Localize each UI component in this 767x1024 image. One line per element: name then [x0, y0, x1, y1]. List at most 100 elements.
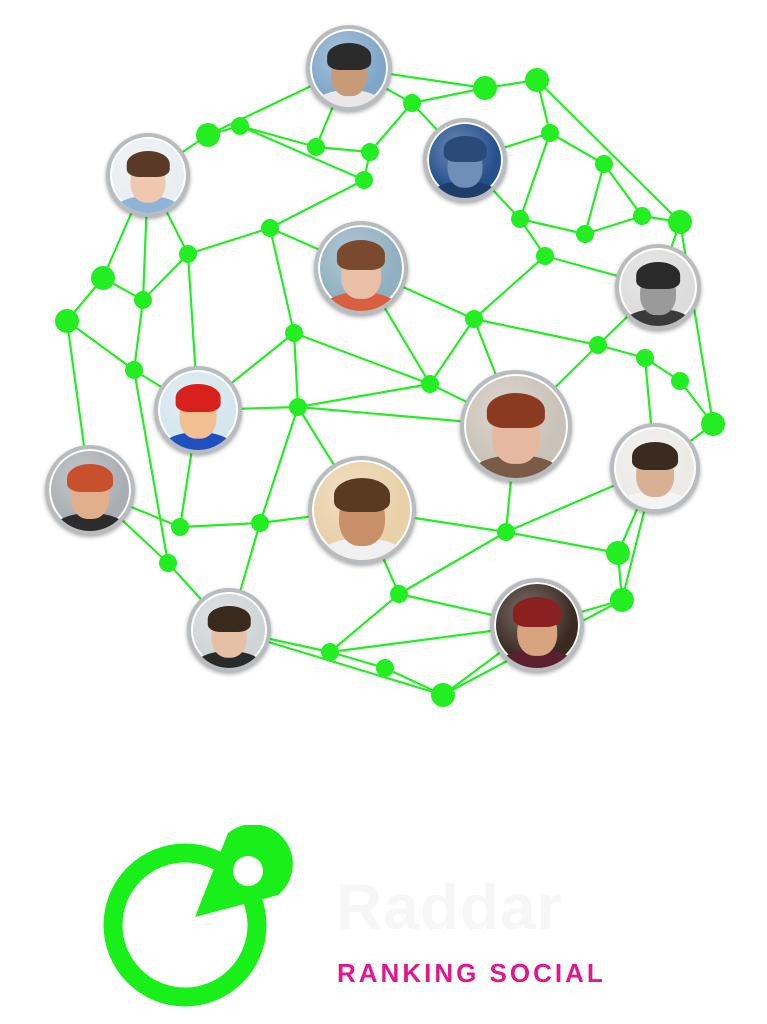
avatar-hair — [126, 150, 170, 177]
profile-young-man[interactable] — [187, 588, 271, 672]
network-node — [421, 375, 439, 393]
avatar-body — [469, 455, 563, 478]
network-node — [595, 155, 613, 173]
network-link — [293, 331, 431, 386]
network-link — [239, 124, 365, 182]
network-node — [633, 207, 651, 225]
network-link — [411, 86, 486, 105]
brand-name: Raddar — [336, 871, 563, 943]
network-node — [171, 518, 189, 536]
network-node — [91, 266, 115, 290]
network-node — [403, 94, 421, 112]
network-node — [179, 245, 197, 263]
network-link — [269, 179, 365, 229]
network-node — [390, 585, 408, 603]
avatar-body — [430, 181, 500, 198]
logo-ring — [103, 843, 267, 1007]
network-node — [536, 247, 554, 265]
network-link — [369, 102, 413, 153]
avatar-body — [622, 308, 694, 326]
network-link — [66, 320, 135, 371]
network-link — [429, 318, 475, 385]
network-link — [584, 214, 643, 236]
profile-underwater-diver[interactable] — [423, 118, 507, 202]
profile-older-woman[interactable] — [490, 578, 584, 672]
network-node — [465, 310, 483, 328]
network-link — [179, 521, 261, 529]
profile-woman-peace-sign[interactable] — [106, 133, 190, 217]
network-node — [196, 123, 220, 147]
network-link — [329, 593, 400, 653]
profile-woman-red-hair[interactable] — [460, 370, 572, 482]
avatar-body — [498, 649, 576, 668]
network-link — [505, 530, 619, 555]
network-node — [55, 309, 79, 333]
social-network-graph — [55, 66, 725, 707]
network-node — [307, 138, 325, 156]
network-link — [536, 79, 681, 223]
network-node — [431, 683, 455, 707]
network-node — [251, 514, 269, 532]
network-link — [142, 253, 189, 301]
profile-woman-portrait[interactable] — [314, 221, 408, 315]
network-node — [231, 117, 249, 135]
network-node — [159, 554, 177, 572]
network-link — [132, 369, 170, 564]
network-link — [258, 406, 300, 524]
network-link — [268, 227, 296, 334]
network-node — [668, 210, 692, 234]
network-node — [361, 143, 379, 161]
network-link — [518, 132, 552, 220]
avatar-hair — [336, 240, 386, 270]
brand-tagline: RANKING SOCIAL — [337, 958, 606, 988]
avatar-body — [322, 292, 400, 311]
network-node — [589, 336, 607, 354]
avatar-body — [162, 432, 234, 450]
network-node — [701, 412, 725, 436]
network-node — [511, 210, 529, 228]
avatar-body — [618, 490, 692, 509]
network-node — [576, 225, 594, 243]
avatar-hair — [175, 384, 221, 412]
network-node — [125, 361, 143, 379]
profile-man-thinking-bw[interactable] — [615, 244, 701, 330]
avatar-hair — [443, 135, 487, 162]
profile-mario-character[interactable] — [154, 366, 242, 454]
network-link — [473, 317, 599, 347]
avatar-hair — [636, 262, 680, 289]
network-link — [187, 226, 271, 256]
network-link — [315, 145, 371, 154]
network-link — [132, 299, 145, 371]
avatar-hair — [327, 43, 371, 70]
network-node — [497, 523, 515, 541]
avatar-hair — [207, 605, 251, 632]
profile-man-phone[interactable] — [610, 423, 700, 513]
profile-bearded-man[interactable] — [45, 445, 135, 535]
network-node — [261, 219, 279, 237]
network-link — [398, 531, 507, 595]
network-node — [541, 124, 559, 142]
avatar-hair — [632, 441, 678, 470]
network-link — [292, 332, 300, 408]
profile-man-sunglasses[interactable] — [308, 456, 416, 564]
network-node — [321, 643, 339, 661]
network-link — [583, 163, 606, 235]
network-link — [239, 124, 317, 149]
network-node — [285, 324, 303, 342]
avatar-hair — [512, 597, 562, 627]
network-link — [549, 132, 605, 165]
avatar-body — [317, 538, 407, 560]
profile-stadium-fan[interactable] — [306, 25, 392, 111]
network-link — [329, 650, 386, 670]
avatar-body — [53, 512, 127, 531]
avatar-body — [313, 89, 385, 107]
network-node — [671, 372, 689, 390]
network-link — [519, 217, 586, 236]
avatar-hair — [67, 463, 113, 492]
network-link — [603, 163, 643, 217]
network-node — [134, 291, 152, 309]
raddar-logo-icon — [103, 825, 293, 1007]
avatar-body — [194, 651, 264, 668]
network-node — [355, 171, 373, 189]
network-link — [297, 382, 431, 409]
